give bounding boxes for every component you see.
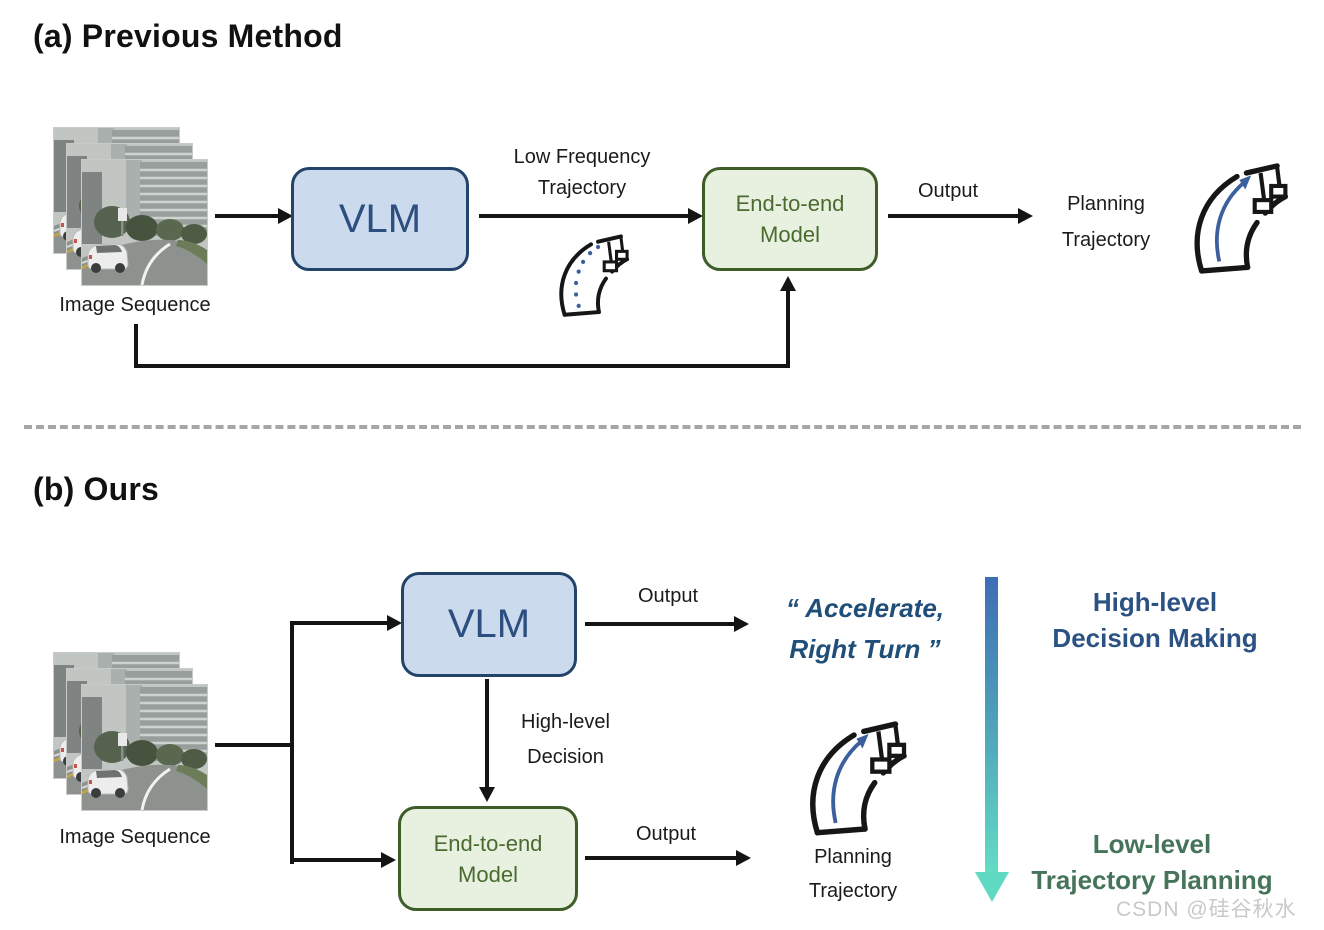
arrow-branch-to-e2e-b [292,858,382,862]
vlm-output-label-b: Output [637,585,699,607]
image-sequence-label-b: Image Sequence [59,826,211,848]
arrow-e2e-to-planning-b [585,856,737,860]
e2e-output-label-b: Output [635,823,697,845]
vlm-output-quote: “ Accelerate, Right Turn ” [750,588,980,670]
watermark: CSDN @硅谷秋水 [1116,898,1297,921]
e2e-box-a: End-to-end Model [702,167,878,271]
arrowhead-icon [479,787,495,802]
image-sequence-stack-b [53,652,209,811]
high-caption-line1: High-level [1092,587,1218,617]
road-dotted-trajectory-icon [543,232,639,320]
e2e-box-b: End-to-end Model [398,806,578,911]
arrowhead-icon [381,852,396,868]
arrow-e2e-to-planning-a [888,214,1019,218]
arrowhead-icon [780,276,796,291]
decision-line1: High-level [521,711,610,733]
low-frequency-line2: Trajectory [537,177,627,199]
vlm-box-b: VLM [401,572,577,677]
street-photo-icon [81,684,208,811]
quote-line2: Right Turn ” [789,634,941,664]
planning-a-line1: Planning [1067,193,1145,215]
road-arrow-trajectory-icon [788,718,920,840]
arrowhead-icon [387,615,402,631]
high-level-decision-label: High-level Decision [498,705,633,775]
e2e-b-line2: Model [458,861,518,887]
branch-vertical-line-b [290,621,294,864]
decision-line2: Decision [527,746,604,768]
arrow-vlm-to-e2e-b [485,679,489,789]
section-b-title: (b) Ours [33,471,160,507]
image-sequence-label-a: Image Sequence [59,294,211,316]
arrowhead-icon [736,850,751,866]
planning-b-line2: Trajectory [808,880,898,902]
e2e-a-line1: End-to-end [735,191,845,216]
output-label-a: Output [917,180,979,202]
e2e-a-line2: Model [760,222,820,247]
planning-trajectory-label-a: Planning Trajectory [1040,186,1172,258]
feedback-line-horizontal-a [134,364,790,368]
arrowhead-icon [1018,208,1033,224]
low-frequency-trajectory-label: Low Frequency Trajectory [488,142,676,204]
planning-a-line2: Trajectory [1061,229,1151,251]
gradient-level-arrow [985,577,998,873]
e2e-box-b-label: End-to-end Model [434,828,543,890]
street-photo-icon [81,159,208,286]
high-level-caption: High-level Decision Making [1018,584,1292,656]
low-frequency-line1: Low Frequency [513,146,651,168]
e2e-box-a-label: End-to-end Model [736,188,845,250]
arrowhead-icon [688,208,703,224]
arrowhead-icon [278,208,293,224]
low-level-caption: Low-level Trajectory Planning [1003,826,1301,898]
arrow-vlm-to-quote-b [585,622,735,626]
vlm-box-a-label: VLM [338,196,422,241]
high-caption-line2: Decision Making [1052,623,1258,653]
vlm-box-a: VLM [291,167,469,271]
dashed-separator [24,425,1301,429]
feedback-line-vertical-a [134,324,138,368]
arrow-branch-to-vlm-b [292,621,388,625]
feedback-line-up-a [786,290,790,368]
gradient-level-arrowhead-icon [975,872,1009,902]
arrow-imageseq-to-vlm-a [215,214,279,218]
arrowhead-icon [734,616,749,632]
arrow-vlm-to-e2e-a [479,214,689,218]
vlm-box-b-label: VLM [447,602,531,646]
low-caption-line2: Trajectory Planning [1031,865,1273,895]
road-arrow-trajectory-icon [1178,152,1296,286]
quote-line1: “ Accelerate, [785,593,945,623]
planning-trajectory-label-b: Planning Trajectory [787,840,919,908]
low-caption-line1: Low-level [1092,829,1212,859]
image-sequence-stack-a [53,127,209,286]
branch-stub-line-b [215,743,294,747]
e2e-b-line1: End-to-end [433,830,543,856]
planning-b-line1: Planning [814,846,892,868]
section-a-title: (a) Previous Method [33,18,343,54]
